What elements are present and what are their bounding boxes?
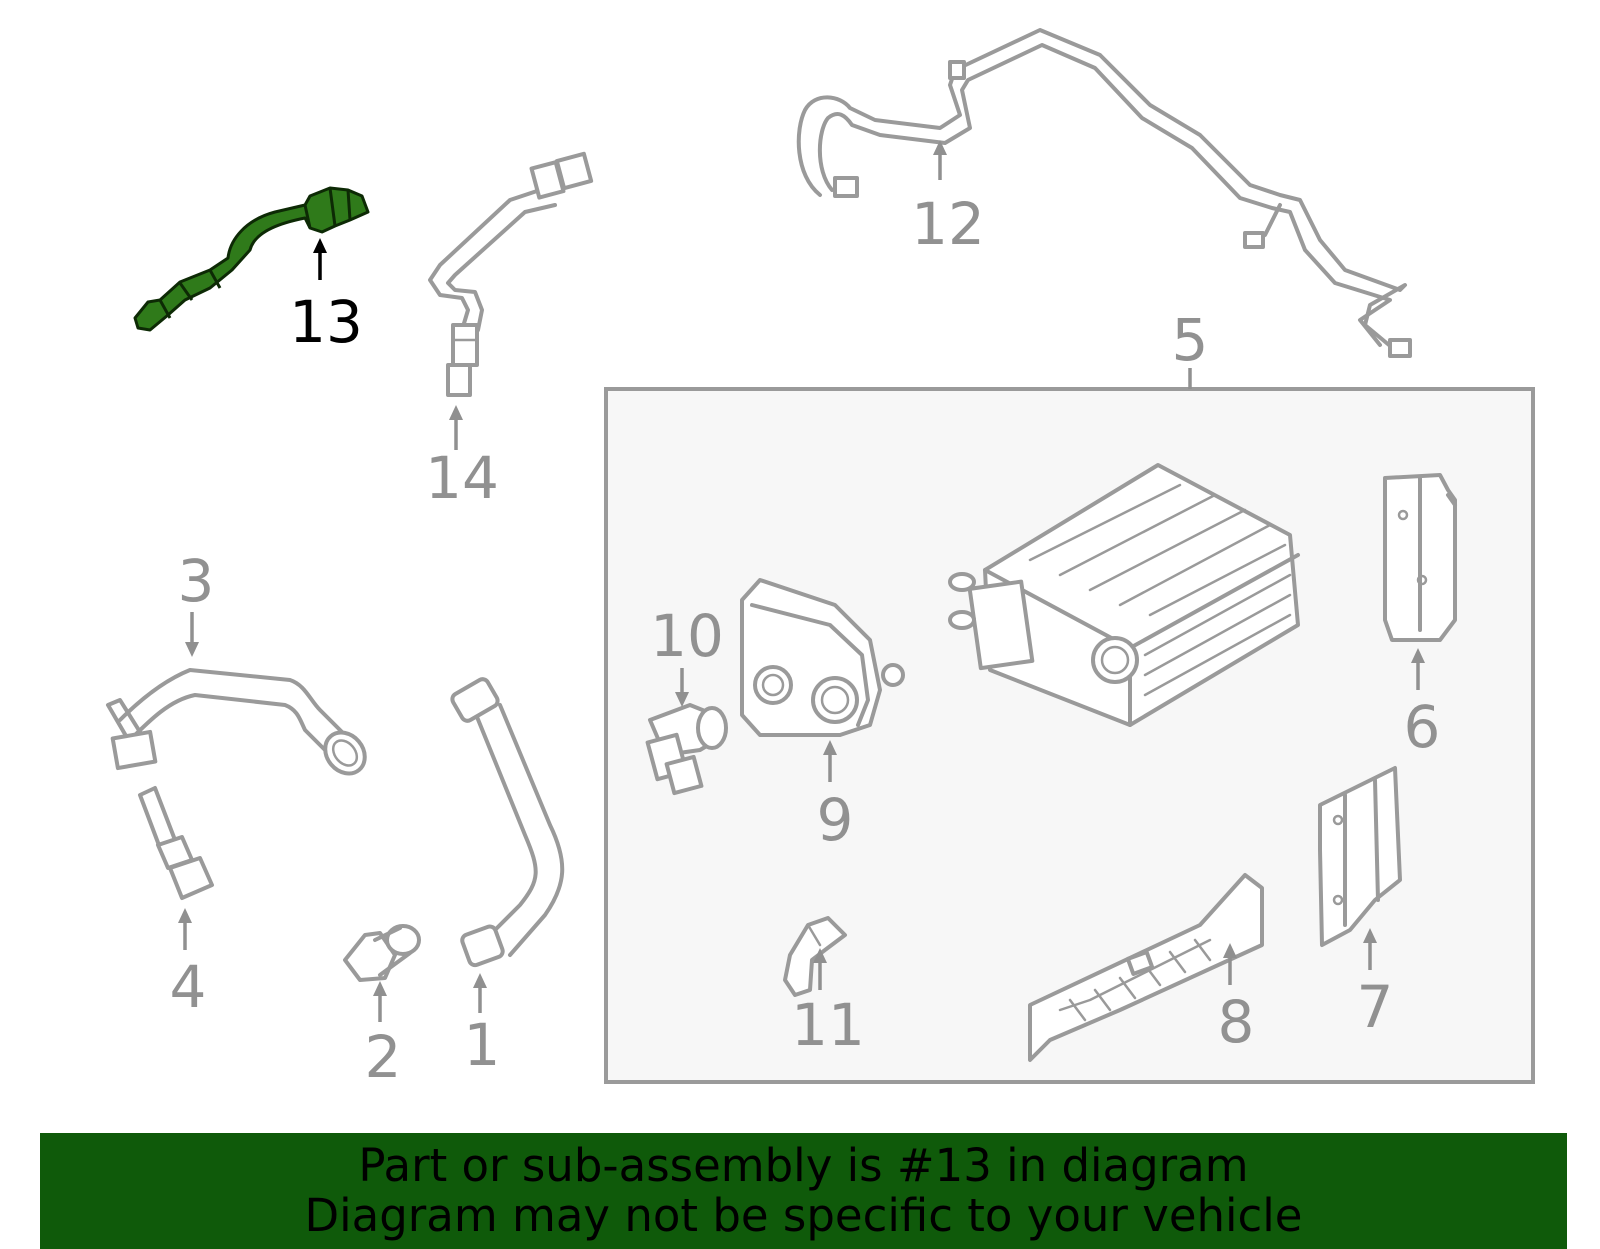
svg-text:3: 3 (178, 547, 215, 615)
svg-text:9: 9 (817, 786, 854, 854)
svg-text:10: 10 (650, 602, 724, 670)
callout-1: 1 (464, 973, 501, 1079)
svg-text:2: 2 (365, 1023, 402, 1091)
part-12-vapor-line[interactable] (796, 28, 1412, 358)
callout-7: 7 (1357, 928, 1394, 1041)
part-8-bracket[interactable] (1028, 873, 1264, 1062)
svg-text:14: 14 (425, 444, 499, 512)
banner-disclaimer: Diagram may not be specific to your vehi… (304, 1189, 1303, 1242)
part-13-oxygen-sensor[interactable] (133, 186, 370, 332)
svg-text:4: 4 (170, 953, 207, 1021)
part-10-sensor[interactable] (645, 703, 728, 796)
callout-10: 10 (650, 602, 724, 707)
svg-text:13: 13 (289, 288, 363, 356)
callout-9: 9 (817, 740, 854, 854)
svg-text:1: 1 (464, 1011, 501, 1079)
banner-part-notice: Part or sub-assembly is #13 in diagram (358, 1139, 1249, 1192)
part-4-sensor[interactable] (138, 786, 214, 900)
assembly-box-5 (604, 368, 1535, 1084)
part-9-purge-valve[interactable] (740, 578, 905, 737)
svg-text:5: 5 (1172, 306, 1209, 374)
part-1-hose[interactable] (450, 677, 565, 968)
callout-3: 3 (178, 547, 215, 657)
callout-2: 2 (365, 981, 402, 1091)
info-banner: Part or sub-assembly is #13 in diagram D… (40, 1133, 1567, 1249)
part-5-charcoal-canister[interactable] (948, 463, 1300, 727)
callout-8: 8 (1218, 943, 1255, 1056)
callout-5: 5 (1172, 306, 1209, 374)
callout-14: 14 (425, 405, 499, 512)
callout-4: 4 (170, 908, 207, 1021)
callout-13: 13 (289, 238, 363, 356)
svg-text:7: 7 (1357, 973, 1394, 1041)
part-7-bracket[interactable] (1318, 766, 1402, 947)
part-3-hose[interactable] (106, 668, 373, 781)
callout-11: 11 (791, 948, 865, 1059)
svg-text:12: 12 (911, 190, 985, 258)
callout-12: 12 (911, 140, 985, 258)
svg-text:8: 8 (1218, 988, 1255, 1056)
part-14-sensor-harness[interactable] (428, 151, 594, 397)
part-2-connector[interactable] (343, 924, 421, 982)
callout-6: 6 (1404, 648, 1441, 761)
svg-text:6: 6 (1404, 693, 1441, 761)
part-6-bracket[interactable] (1383, 473, 1457, 642)
svg-text:11: 11 (791, 991, 865, 1059)
